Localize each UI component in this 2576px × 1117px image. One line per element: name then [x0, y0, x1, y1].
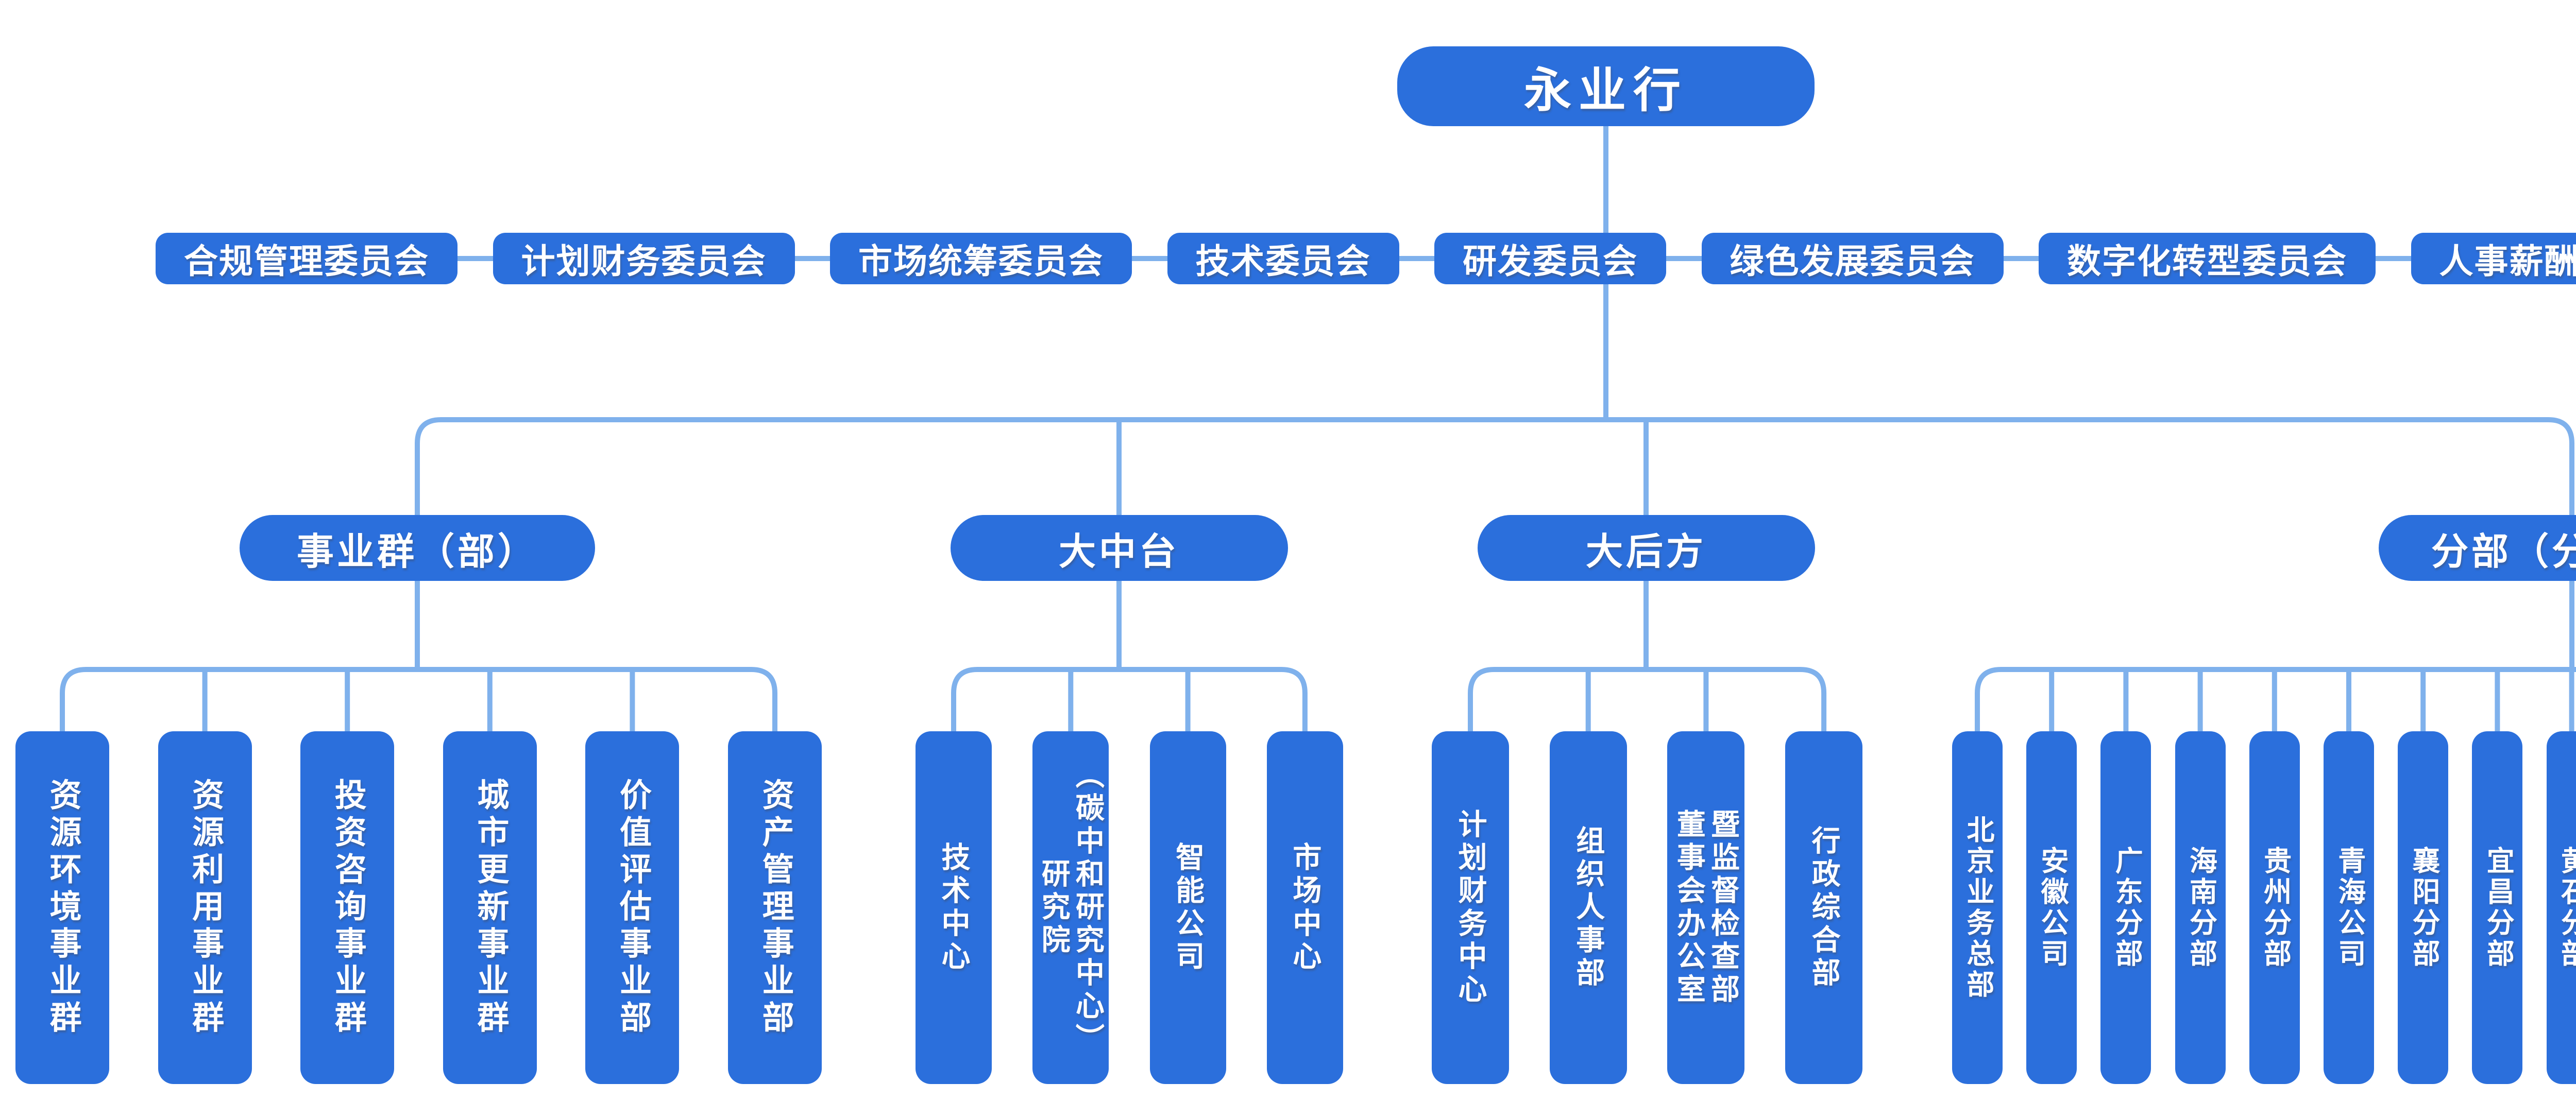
leaf-label: 投资咨询事业群	[329, 778, 365, 1038]
connector-fan	[951, 667, 1308, 737]
committee-node: 数字化转型委员会	[2039, 233, 2376, 284]
leaf-node: 行政综合部	[1785, 731, 1863, 1084]
leaf-node: 价值评估事业部	[585, 731, 680, 1084]
committee-node: 合规管理委员会	[156, 233, 457, 284]
leaf-label: 研究院 （碳中和研究中心）	[1038, 759, 1105, 1056]
committee-node: 技术委员会	[1167, 233, 1399, 284]
group-node: 事业群（部）	[240, 515, 595, 581]
leaf-node: 资源环境事业群	[15, 731, 109, 1084]
leaf-label: 北京业务总部	[1962, 815, 1993, 1001]
leaf-node: 组织人事部	[1549, 731, 1627, 1084]
leaf-label: 黄石分部	[2556, 846, 2576, 970]
group-node: 大后方	[1477, 515, 1815, 581]
leaf-label: 资源利用事业群	[187, 778, 223, 1038]
leaf-node: 计划财务中心	[1432, 731, 1509, 1084]
leaf-label: 贵州分部	[2259, 846, 2291, 970]
leaf-node: 青海公司	[2324, 731, 2374, 1084]
leaf-node: 贵州分部	[2249, 731, 2300, 1084]
leaf-node: 黄石分部	[2546, 731, 2576, 1084]
committee-node: 研发委员会	[1434, 233, 1666, 284]
connector-fan	[1468, 667, 1827, 737]
leaf-label: 价值评估事业部	[614, 778, 650, 1038]
connector-distribution	[415, 417, 2574, 520]
committee-row: 合规管理委员会计划财务委员会市场统筹委员会技术委员会研发委员会绿色发展委员会数字…	[156, 233, 2576, 284]
leaf-label: 安徽公司	[2037, 846, 2068, 970]
leaf-node: 智能公司	[1149, 731, 1226, 1084]
leaf-label: 市场中心	[1289, 841, 1321, 974]
group-node: 大中台	[950, 515, 1288, 581]
connector-fan	[60, 667, 777, 737]
leaf-label: 行政综合部	[1808, 825, 1841, 990]
leaf-node: 城市更新事业群	[443, 731, 537, 1084]
leaf-label: 襄阳分部	[2408, 846, 2439, 970]
leaf-label: 智能公司	[1172, 841, 1205, 974]
leaf-label: 组织人事部	[1572, 825, 1605, 990]
committee-node: 计划财务委员会	[493, 233, 795, 284]
leaf-label: 资产管理事业部	[757, 778, 793, 1038]
leaf-label: 广东分部	[2111, 846, 2142, 970]
leaf-label: 城市更新事业群	[472, 778, 508, 1038]
leaf-node: 安徽公司	[2026, 731, 2077, 1084]
leaf-label: 董事会办公室 暨监督检查部	[1673, 809, 1740, 1007]
leaf-node: 资产管理事业部	[728, 731, 822, 1084]
leaf-node: 襄阳分部	[2398, 731, 2449, 1084]
leaf-label: 技术中心	[938, 841, 971, 974]
group-node: 分部（分公司）	[2379, 515, 2576, 581]
leaf-node: 投资咨询事业群	[300, 731, 395, 1084]
leaf-node: 海南分部	[2175, 731, 2226, 1084]
root-node: 永业行	[1397, 46, 1815, 126]
leaf-node: 资源利用事业群	[158, 731, 252, 1084]
leaf-node: 技术中心	[916, 731, 992, 1084]
leaf-label: 资源环境事业群	[44, 778, 80, 1038]
leaf-label: 计划财务中心	[1454, 809, 1487, 1007]
leaf-node: 研究院 （碳中和研究中心）	[1032, 731, 1109, 1084]
leaf-label: 宜昌分部	[2482, 846, 2514, 970]
leaf-node: 宜昌分部	[2472, 731, 2523, 1084]
committee-node: 绿色发展委员会	[1701, 233, 2004, 284]
committee-node: 市场统筹委员会	[830, 233, 1132, 284]
leaf-label: 青海公司	[2333, 846, 2365, 970]
leaf-node: 广东分部	[2100, 731, 2151, 1084]
leaf-node: 董事会办公室 暨监督检查部	[1667, 731, 1745, 1084]
leaf-node: 市场中心	[1266, 731, 1343, 1084]
leaf-label: 海南分部	[2185, 846, 2216, 970]
leaf-node: 北京业务总部	[1952, 731, 2003, 1084]
committee-node: 人事薪酬委员会	[2411, 233, 2576, 284]
